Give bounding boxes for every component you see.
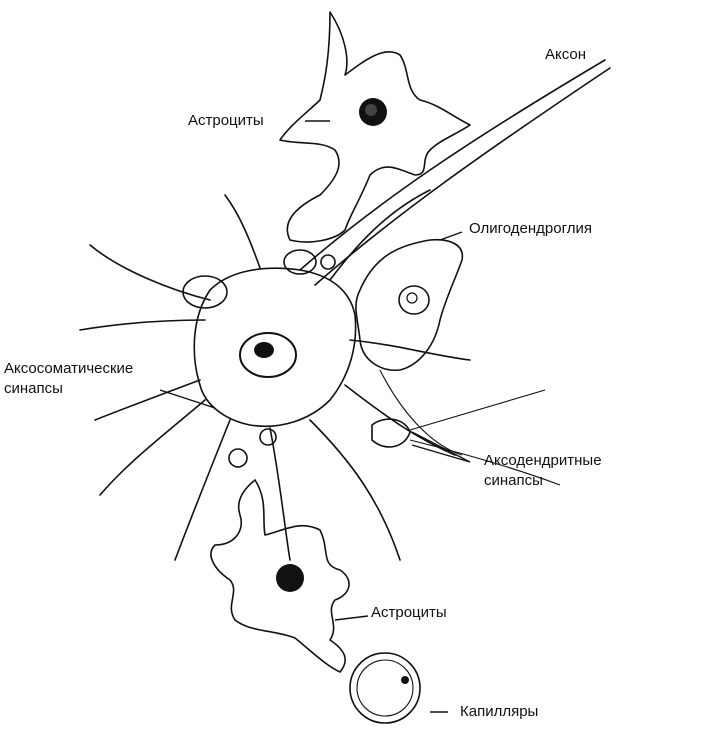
label-axosomatic-line1: Аксосоматические <box>4 360 134 377</box>
axodendritic-synapses <box>371 389 561 486</box>
label-astrocytes-top: Астроциты <box>188 112 264 129</box>
label-axodendritic-line1: Аксодендритные <box>484 452 602 469</box>
leader-lines <box>159 120 471 713</box>
label-astrocytes-bottom: Астроциты <box>371 604 447 621</box>
label-capillaries: Капилляры <box>460 703 539 720</box>
capillary <box>349 652 421 724</box>
axon <box>299 59 611 286</box>
astrocyte-top <box>279 11 471 243</box>
label-axosomatic-line2: синапсы <box>4 380 63 397</box>
label-oligodendroglia: Олигодендроглия <box>469 220 592 237</box>
label-axon: Аксон <box>545 46 587 63</box>
neuron-body <box>79 189 471 561</box>
label-axodendritic-line2: синапсы <box>484 472 543 489</box>
astrocyte-bottom <box>210 479 350 673</box>
oligodendroglia <box>355 238 464 456</box>
